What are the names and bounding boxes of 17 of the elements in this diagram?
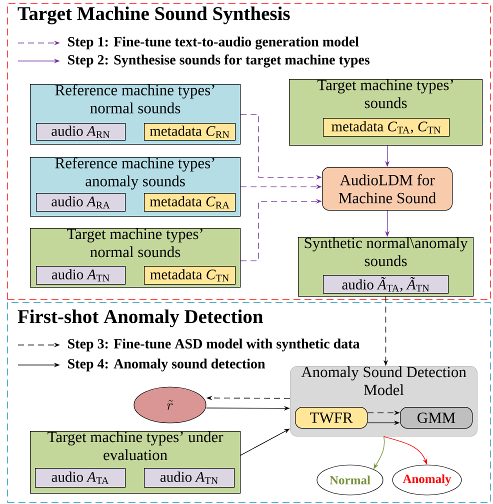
metadata-tag: metadata C$_{TN}$ xyxy=(144,266,236,285)
metadata-tag: metadata C$_{RN}$ xyxy=(144,123,236,141)
audio-tag: audio A$_{TN}$ xyxy=(144,468,235,488)
module-box: TWFR xyxy=(295,407,368,429)
legend-item: Step 3: Fine-tune ASD model with synthetic data xyxy=(18,338,360,352)
audio-tag: audio A$_{TN}$ xyxy=(36,266,126,285)
legend-item: Step 4: Anomaly sound detection xyxy=(18,358,266,372)
metadata-tag: metadata C$_{TA}$, C$_{TN}$ xyxy=(323,118,450,137)
legend-item: Step 2: Synthesise sounds for target machine types xyxy=(18,54,370,68)
metadata-tag: metadata C$_{RA}$ xyxy=(144,193,236,212)
module-box: GMM xyxy=(400,407,473,429)
audio-tag: audio Ã$_{TA}$, Ã$_{TN}$ xyxy=(323,275,449,294)
model-box: AudioLDM for Machine Sound xyxy=(322,167,453,211)
audio-tag: audio A$_{RN}$ xyxy=(36,123,126,141)
audio-tag: audio A$_{RA}$ xyxy=(36,193,126,212)
legend-item: Step 1: Fine-tune text-to-audio generation model xyxy=(18,36,359,50)
audio-tag: audio A$_{TA}$ xyxy=(35,468,126,488)
